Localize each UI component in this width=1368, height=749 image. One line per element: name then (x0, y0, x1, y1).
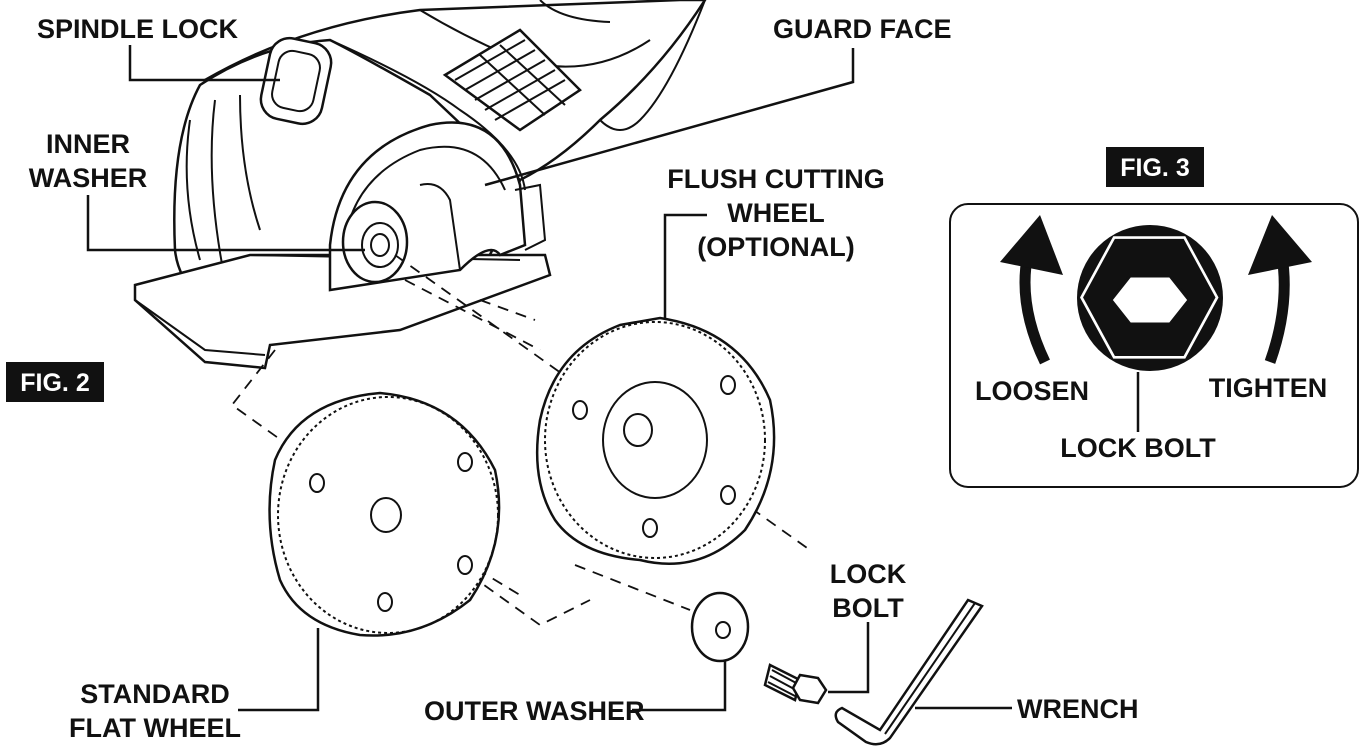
counterclockwise-arrow-icon (1000, 215, 1063, 365)
hex-wrench-icon (834, 598, 984, 746)
label-flush-wheel-line2: WHEEL (727, 198, 825, 228)
fig3-tag-text: FIG. 3 (1120, 154, 1189, 182)
label-tighten: TIGHTEN (1209, 373, 1328, 403)
clockwise-arrow-icon (1248, 215, 1312, 364)
vent-grille-icon (442, 28, 582, 132)
label-wrench: WRENCH (1017, 694, 1139, 724)
label-standard-wheel-line1: STANDARD (80, 679, 230, 709)
label-guard-face: GUARD FACE (773, 14, 952, 44)
washer-icon (341, 200, 409, 284)
label-inner-washer-line2: WASHER (29, 163, 148, 193)
label-lock-bolt-line2: BOLT (832, 593, 904, 623)
fig2-tag-text: FIG. 2 (20, 369, 89, 397)
washer-icon (690, 591, 750, 663)
label-inner-washer-line1: INNER (46, 129, 130, 159)
fig2-tag: FIG. 2 (6, 362, 104, 402)
label-lock-bolt-line1: LOCK (830, 559, 907, 589)
cutting-wheel-icon (535, 316, 776, 565)
fig3-tag: FIG. 3 (1106, 147, 1204, 187)
spindle-lock-button-icon (259, 36, 333, 126)
leader-lines (86, 45, 1012, 712)
cutting-wheel-icon (268, 391, 501, 637)
label-fig3-lock-bolt: LOCK BOLT (1060, 433, 1216, 463)
label-flush-wheel-line1: FLUSH CUTTING (667, 164, 884, 194)
label-outer-washer: OUTER WASHER (424, 696, 645, 726)
label-standard-wheel-line2: FLAT WHEEL (69, 713, 241, 743)
tool-housing-icon (133, 0, 707, 370)
label-spindle-lock: SPINDLE LOCK (37, 14, 239, 44)
hex-bolt-head-icon (1077, 225, 1223, 371)
label-flush-wheel-line3: (OPTIONAL) (697, 232, 854, 262)
label-loosen: LOOSEN (975, 376, 1089, 406)
bolt-icon (763, 663, 828, 705)
